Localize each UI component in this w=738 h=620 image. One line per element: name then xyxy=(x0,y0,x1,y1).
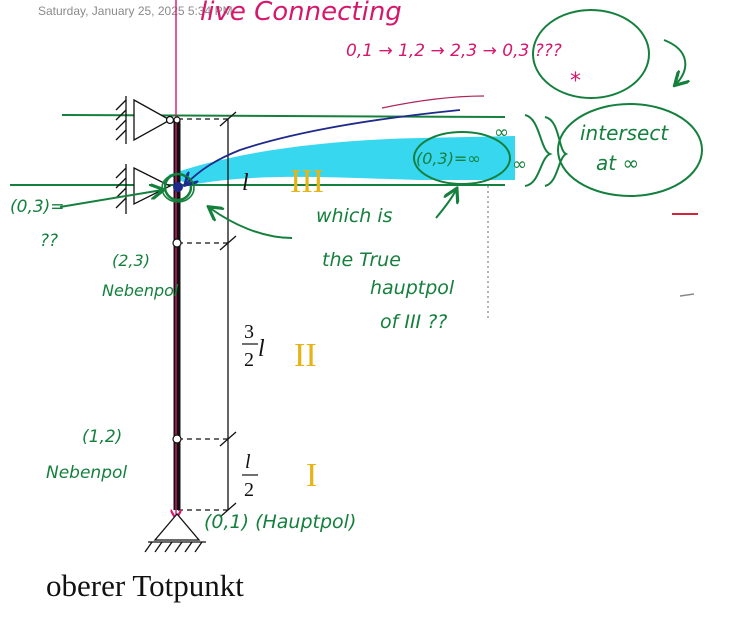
highlight-stroke xyxy=(168,136,515,185)
green-line-top xyxy=(61,114,506,118)
annotation-infinity-side: ∞ xyxy=(512,154,527,175)
circle-pole-03-inf xyxy=(413,131,511,185)
annotation-star: * xyxy=(570,69,581,94)
circle-intersect xyxy=(557,103,703,197)
annotation-title: live Connecting xyxy=(200,0,402,27)
circle-pole-03-left xyxy=(161,173,195,203)
label-half-num: l xyxy=(245,451,251,473)
grey-dash xyxy=(679,293,695,297)
part-label-II: II xyxy=(294,337,317,374)
annotation-which-1: which is xyxy=(316,205,393,227)
annotation-which-2: the True xyxy=(322,249,401,271)
label-length-l2: l xyxy=(258,336,265,362)
annotation-which-3: hauptpol xyxy=(370,277,455,299)
pole-03-dot xyxy=(173,182,183,192)
figure-caption: oberer Totpunkt xyxy=(46,568,244,603)
annotation-which-4: of III ?? xyxy=(380,311,447,333)
label-fraction-den: 2 xyxy=(244,349,254,371)
annotation-pole23-coord: (2,3) xyxy=(112,251,150,270)
annotation-intersect-1: intersect xyxy=(580,121,669,145)
arrow-to-infinity-pole xyxy=(435,190,456,219)
hinge-23 xyxy=(172,238,182,248)
navy-arrow xyxy=(186,109,461,184)
annotation-pole03-inf: (0,3)=∞ xyxy=(416,149,481,168)
annotation-pole03-left-2: ?? xyxy=(40,231,58,251)
annotation-pole03-left-1: (0,3)= xyxy=(10,197,65,217)
part-label-III: III xyxy=(290,163,324,200)
label-fraction-num: 3 xyxy=(244,321,254,343)
bracket-right-1 xyxy=(524,114,553,187)
arrow-to-intersect xyxy=(663,39,685,84)
circle-sequence-03 xyxy=(532,9,650,99)
annotation-pole23-name: Nebenpol xyxy=(102,281,179,300)
annotation-pole01: (0,1) (Hauptpol) xyxy=(204,511,356,533)
roller-support-top xyxy=(115,96,175,144)
bracket-right-2 xyxy=(544,116,569,187)
annotation-infinity-top: ∞ xyxy=(494,122,509,143)
annotation-intersect-2: at ∞ xyxy=(596,151,639,175)
pin-support-bottom xyxy=(144,512,206,553)
datetime-header: Saturday, January 25, 2025 5:34 PM xyxy=(38,4,233,18)
arrow-left-pole xyxy=(59,190,162,208)
label-length-l: l xyxy=(242,170,249,196)
annotation-pole12-name: Nebenpol xyxy=(46,463,127,483)
label-half-den: 2 xyxy=(244,479,254,501)
annotation-sequence: 0,1 → 1,2 → 2,3 → 0,3 ??? xyxy=(346,41,562,61)
dimension-guides xyxy=(178,111,489,518)
pink-drawn-line xyxy=(381,95,485,109)
annotation-pole12-coord: (1,2) xyxy=(82,427,122,447)
hinge-top xyxy=(173,116,181,124)
arrow-which-is xyxy=(210,208,293,239)
hinge-12 xyxy=(172,434,182,444)
part-label-I: I xyxy=(306,457,317,494)
